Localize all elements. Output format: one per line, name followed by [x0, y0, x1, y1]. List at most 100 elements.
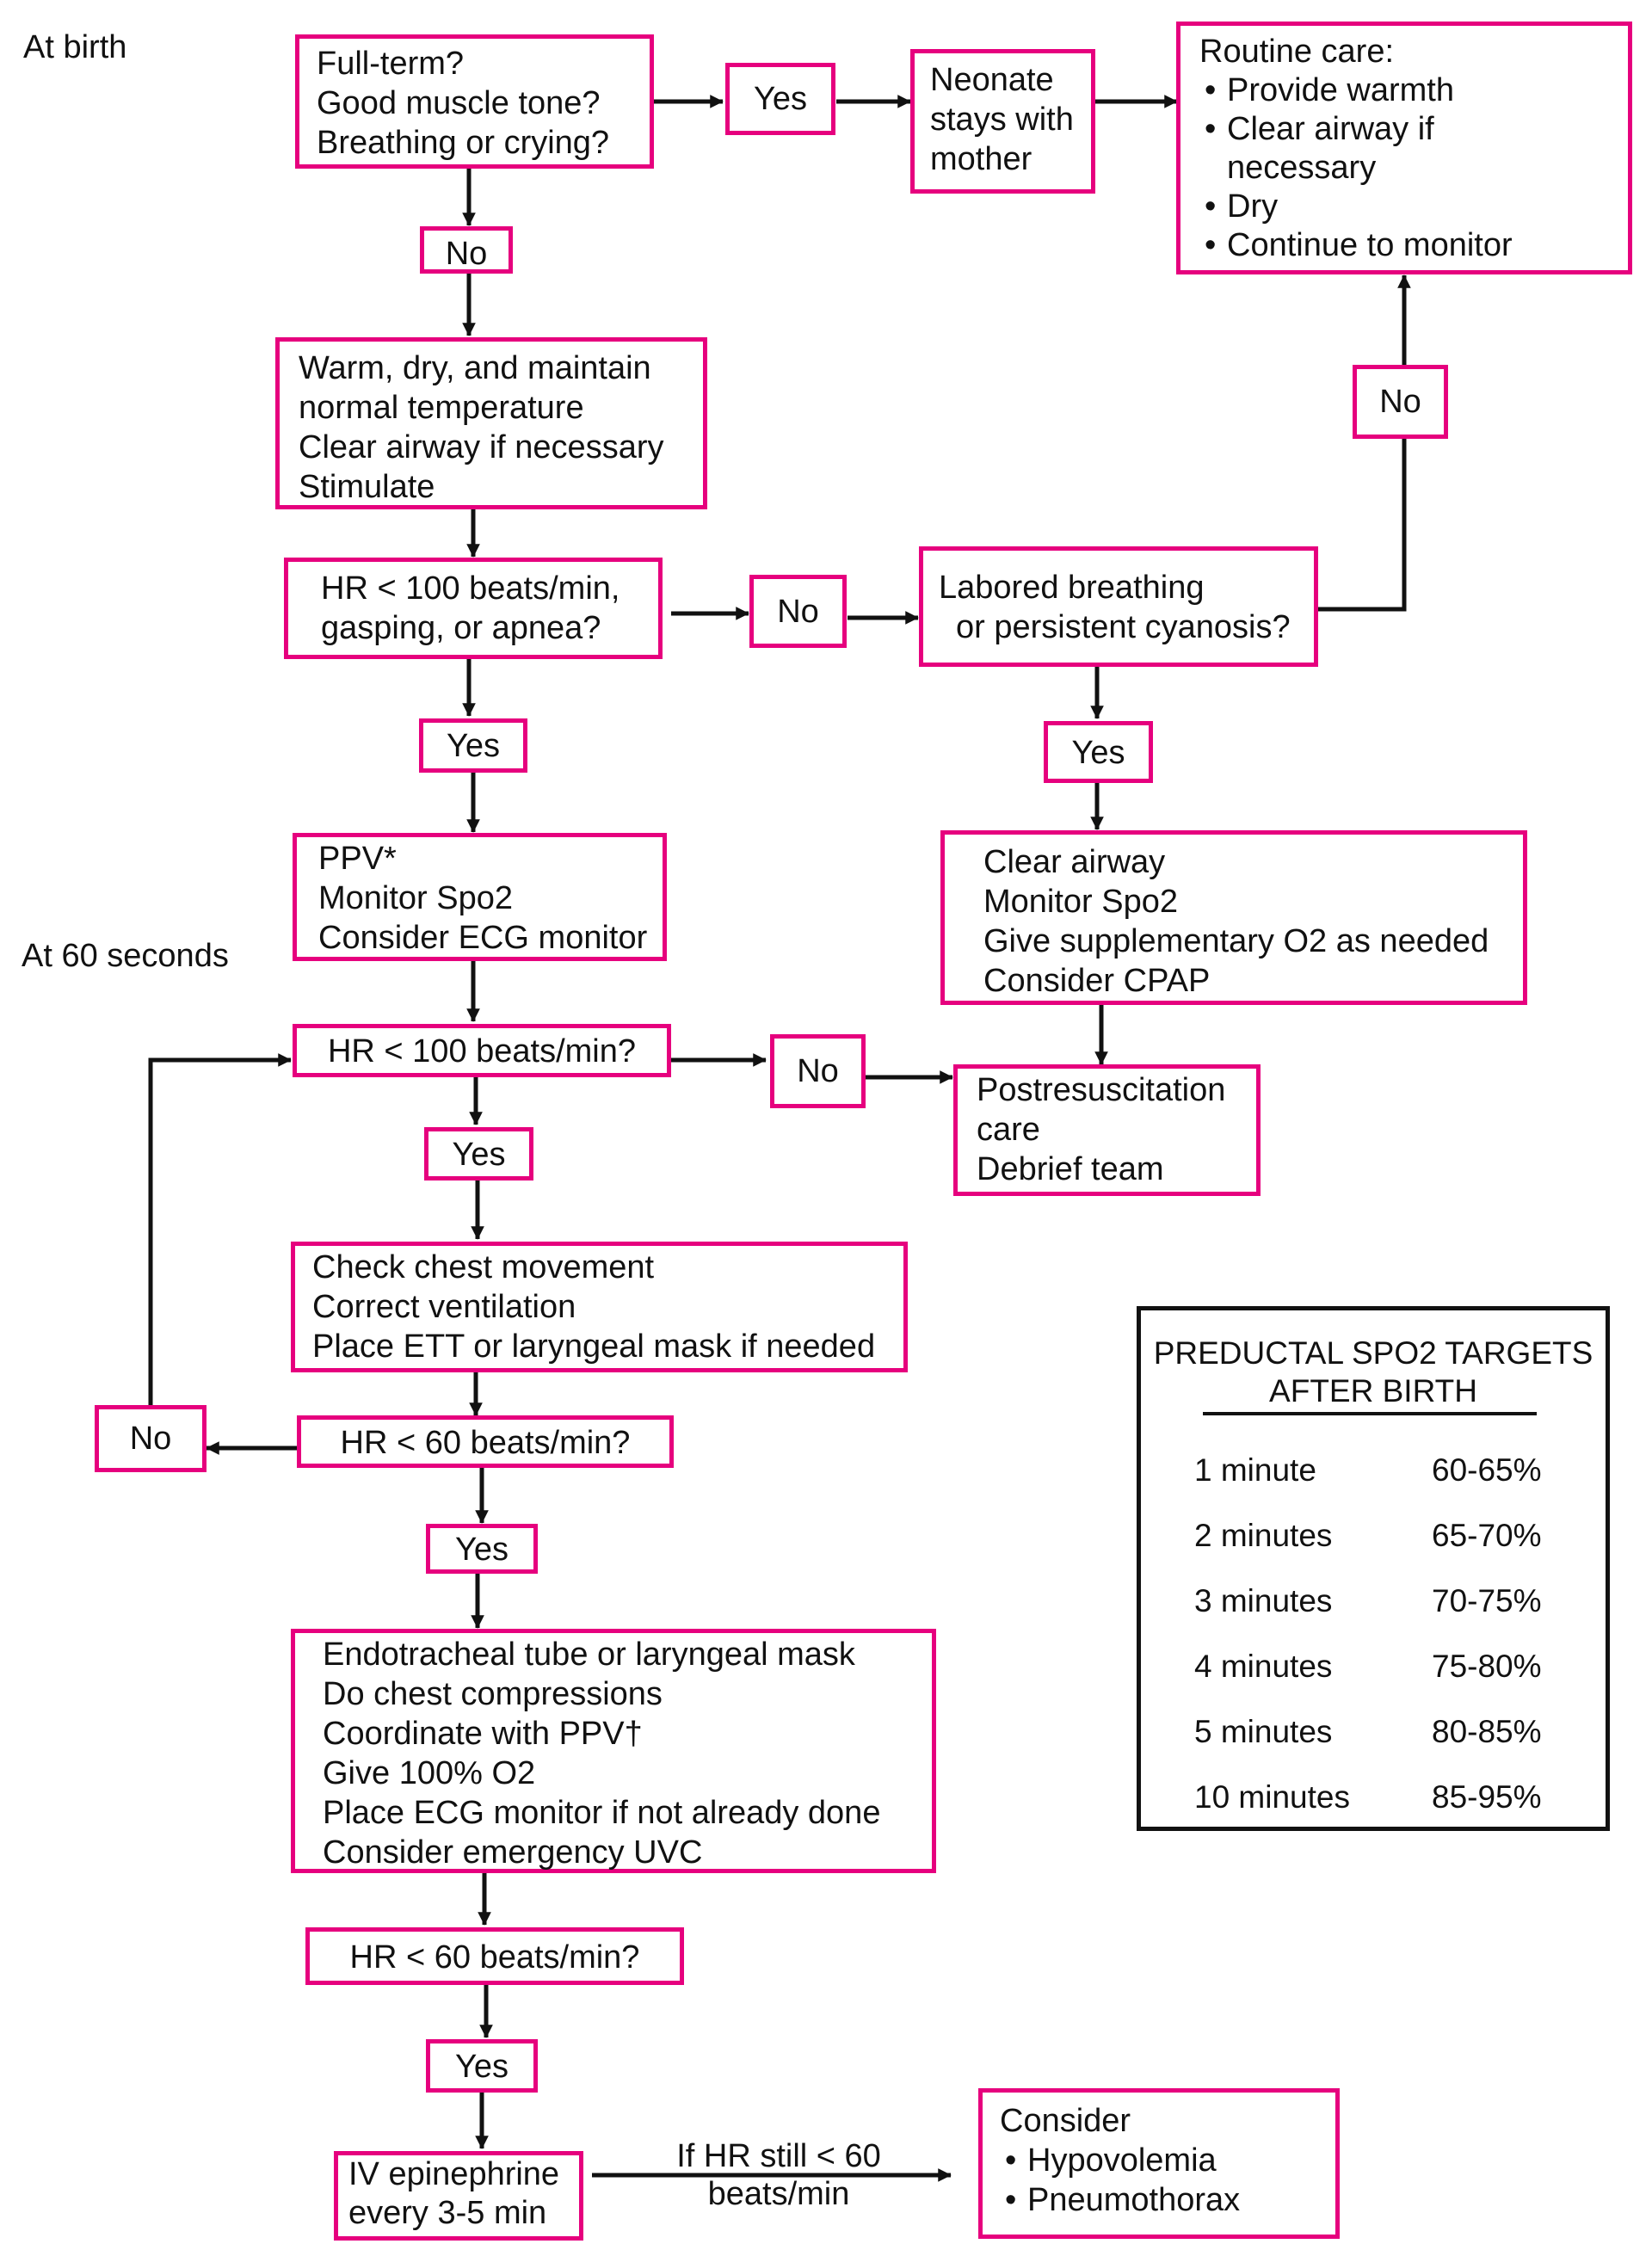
box-line: Good muscle tone?	[317, 85, 601, 121]
box-line: Labored breathing	[939, 570, 1205, 606]
box-line: every 3-5 min	[348, 2195, 547, 2231]
yes-label-box: Yes	[426, 2039, 538, 2093]
spo2-time: 10 minutes	[1194, 1779, 1350, 1815]
box-line: PPV*	[318, 841, 397, 877]
stays-with-mother-box: Neonate stays with mother	[910, 49, 1095, 194]
box-line: Place ECG monitor if not already done	[323, 1795, 881, 1831]
postresuscitation-box: Postresuscitation care Debrief team	[953, 1064, 1261, 1196]
spo2-row: 10 minutes 85-95%	[1141, 1765, 1606, 1830]
box-line: Debrief team	[977, 1151, 1164, 1187]
yes-label-box: Yes	[419, 718, 527, 773]
yes-label-box: Yes	[1044, 721, 1153, 783]
title-underline	[1203, 1412, 1537, 1415]
hr-gasping-box: HR < 100 beats/min, gasping, or apnea?	[284, 558, 663, 659]
routine-care-item: Clear airway if necessary	[1199, 110, 1511, 188]
initial-assessment-box: Full-term? Good muscle tone? Breathing o…	[295, 34, 654, 169]
epinephrine-box: IV epinephrine every 3-5 min	[334, 2151, 583, 2241]
spo2-value: 60-65%	[1432, 1452, 1542, 1488]
spo2-row: 3 minutes 70-75%	[1141, 1569, 1606, 1634]
spo2-value: 80-85%	[1432, 1714, 1542, 1749]
spo2-value: 75-80%	[1432, 1649, 1542, 1684]
spo2-time: 2 minutes	[1194, 1518, 1333, 1553]
box-line: Clear airway	[983, 844, 1166, 880]
yes-label-box: Yes	[424, 1127, 533, 1180]
box-line: Breathing or crying?	[317, 125, 610, 161]
consider-item: Hypovolemia	[1000, 2141, 1318, 2180]
if-hr-still-label: If HR still < 60 beats/min	[641, 2137, 916, 2213]
no-label-box: No	[1353, 365, 1448, 439]
no-label-box: No	[770, 1034, 866, 1108]
box-line: Place ETT or laryngeal mask if needed	[312, 1328, 876, 1365]
box-line: Coordinate with PPV†	[323, 1716, 643, 1752]
spo2-targets-table: PREDUCTAL SPO2 TARGETS AFTER BIRTH 1 min…	[1137, 1306, 1610, 1831]
at-birth-label: At birth	[23, 29, 127, 65]
spo2-rows: 1 minute 60-65% 2 minutes 65-70% 3 minutes…	[1141, 1438, 1606, 1830]
box-line: Consider CPAP	[983, 963, 1211, 999]
box-line: Clear airway if necessary	[299, 429, 664, 465]
box-line: Give supplementary O2 as needed	[983, 923, 1489, 959]
spo2-row: 4 minutes 75-80%	[1141, 1634, 1606, 1699]
edge-loop-to-hr100	[148, 1053, 292, 1405]
hr-60-box: HR < 60 beats/min?	[297, 1415, 674, 1468]
box-line: stays with	[930, 102, 1074, 138]
routine-care-title: Routine care:	[1199, 34, 1395, 70]
check-chest-box: Check chest movement Correct ventilation…	[291, 1242, 908, 1372]
title-line: AFTER BIRTH	[1269, 1373, 1477, 1409]
spo2-row: 2 minutes 65-70%	[1141, 1503, 1606, 1569]
box-line: Correct ventilation	[312, 1289, 576, 1325]
spo2-value: 70-75%	[1432, 1583, 1542, 1618]
routine-care-box: Routine care: Provide warmth Clear airwa…	[1176, 22, 1632, 274]
routine-care-item: Dry	[1199, 188, 1609, 226]
spo2-time: 1 minute	[1194, 1452, 1316, 1488]
edge-labored-to-no	[1318, 439, 1407, 612]
routine-care-item: Continue to monitor	[1199, 226, 1609, 265]
no-label-box: No	[749, 575, 847, 648]
box-line: Warm, dry, and maintain	[299, 350, 651, 386]
box-line: Consider emergency UVC	[323, 1834, 703, 1871]
no-label-box: No	[420, 226, 513, 274]
box-line: Endotracheal tube or laryngeal mask	[323, 1637, 855, 1673]
box-line: Give 100% O2	[323, 1755, 536, 1791]
consider-title: Consider	[1000, 2103, 1131, 2139]
yes-label-box: Yes	[426, 1524, 538, 1574]
spo2-time: 4 minutes	[1194, 1649, 1333, 1684]
spo2-row: 5 minutes 80-85%	[1141, 1699, 1606, 1765]
spo2-row: 1 minute 60-65%	[1141, 1438, 1606, 1503]
box-line: Stimulate	[299, 469, 435, 505]
consider-item: Pneumothorax	[1000, 2180, 1318, 2220]
box-line: normal temperature	[299, 390, 584, 426]
box-line: Monitor Spo2	[983, 884, 1179, 920]
spo2-time: 5 minutes	[1194, 1714, 1333, 1749]
box-line: Full-term?	[317, 46, 465, 82]
box-line: Neonate	[930, 62, 1054, 98]
routine-care-item: Provide warmth	[1199, 71, 1609, 110]
box-line: gasping, or apnea?	[321, 610, 601, 646]
box-line: Check chest movement	[312, 1249, 655, 1285]
consider-box: Consider Hypovolemia Pneumothorax	[978, 2088, 1340, 2239]
spo2-value: 65-70%	[1432, 1518, 1542, 1553]
box-line: Monitor Spo2	[318, 880, 514, 916]
warm-dry-box: Warm, dry, and maintain normal temperatu…	[275, 337, 707, 509]
box-line: Do chest compressions	[323, 1676, 663, 1712]
box-line: HR < 100 beats/min,	[321, 570, 620, 607]
box-line: or persistent cyanosis?	[956, 609, 1291, 645]
box-line: care	[977, 1112, 1040, 1148]
box-line: Consider ECG monitor	[318, 920, 648, 956]
spo2-time: 3 minutes	[1194, 1583, 1333, 1618]
spo2-value: 85-95%	[1432, 1779, 1542, 1815]
box-line: mother	[930, 141, 1032, 177]
ppv-box: PPV* Monitor Spo2 Consider ECG monitor	[293, 833, 667, 961]
box-line: IV epinephrine	[348, 2156, 560, 2192]
labored-breathing-box: Labored breathing or persistent cyanosis…	[919, 546, 1318, 667]
title-line: PREDUCTAL SPO2 TARGETS	[1153, 1335, 1593, 1371]
label-line: If HR still < 60	[676, 2138, 881, 2174]
no-label-box: No	[95, 1405, 206, 1472]
at-60-seconds-label: At 60 seconds	[22, 938, 229, 974]
hr-60-box: HR < 60 beats/min?	[305, 1927, 684, 1985]
box-line: Postresuscitation	[977, 1072, 1226, 1108]
yes-label-box: Yes	[725, 63, 835, 135]
spo2-targets-title: PREDUCTAL SPO2 TARGETS AFTER BIRTH	[1141, 1335, 1606, 1410]
compressions-box: Endotracheal tube or laryngeal mask Do c…	[291, 1629, 936, 1873]
clear-airway-box: Clear airway Monitor Spo2 Give supplemen…	[940, 830, 1527, 1005]
